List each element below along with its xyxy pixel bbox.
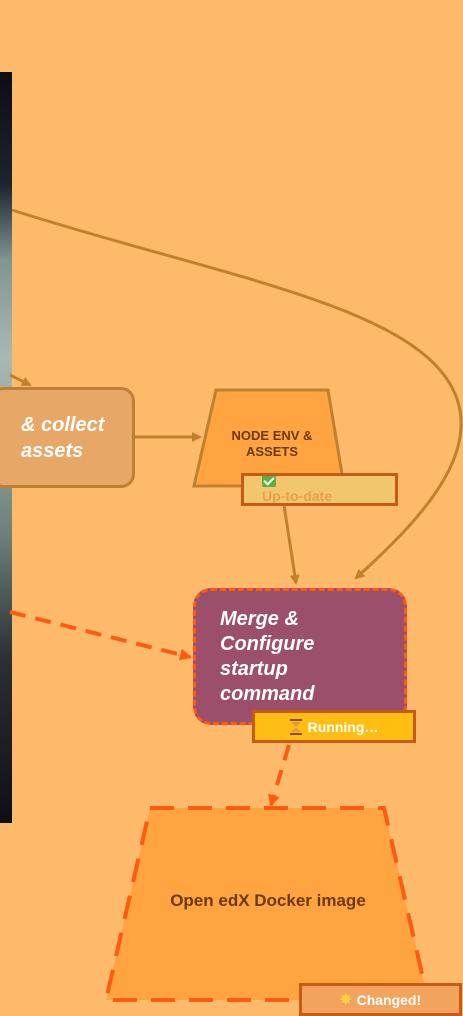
- collect-assets-node[interactable]: & collect assets: [0, 387, 135, 488]
- docker-image-label: Open edX Docker image: [170, 890, 366, 910]
- edge-dashed-to-merge: [9, 610, 192, 661]
- node-env-assets-label: NODE ENV & ASSETS: [231, 428, 313, 459]
- edge-node-env-to-merge: [282, 504, 300, 585]
- running-label: Running…: [307, 718, 379, 735]
- merge-configure-label: Merge & Configure startup command: [220, 607, 315, 705]
- running-badge: Running…: [252, 710, 416, 743]
- changed-badge: ✸ Changed!: [299, 983, 462, 1016]
- node-env-assets-node[interactable]: NODE ENV & ASSETS: [226, 414, 318, 474]
- hourglass-icon: [289, 718, 302, 735]
- up-to-date-badge: Up-to-date: [241, 473, 398, 506]
- edge-long-curve: [11, 208, 463, 580]
- collect-assets-label: & collect assets: [21, 413, 105, 462]
- merge-configure-node[interactable]: Merge & Configure startup command: [193, 588, 407, 725]
- collision-icon: ✸: [339, 991, 352, 1007]
- edge-photo-to-collect: [9, 373, 32, 387]
- check-mark-icon: [262, 476, 276, 487]
- changed-label: Changed!: [356, 991, 422, 1008]
- up-to-date-label: Up-to-date: [262, 488, 332, 504]
- edge-merge-to-docker: [268, 744, 291, 807]
- docker-image-node[interactable]: Open edX Docker image: [160, 870, 376, 930]
